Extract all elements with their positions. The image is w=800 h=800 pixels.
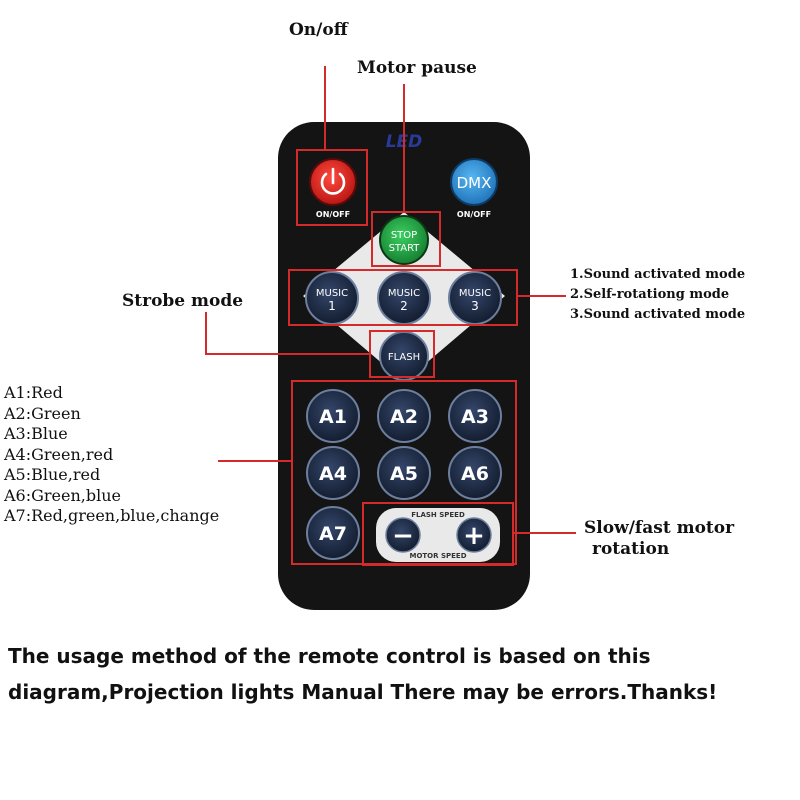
speed-line-2: rotation (592, 539, 670, 559)
music-1-number: 1 (328, 299, 336, 313)
flash-button[interactable]: FLASH (379, 331, 429, 381)
callout-on-off: On/off (289, 20, 348, 40)
speed-minus-button[interactable]: − (385, 517, 421, 553)
start-label: START (389, 243, 421, 254)
callout-strobe-mode: Strobe mode (122, 291, 244, 311)
usage-note-line-1: The usage method of the remote control i… (8, 644, 651, 668)
a1-button[interactable]: A1 (306, 389, 360, 443)
a7-button[interactable]: A7 (306, 506, 360, 560)
a3-button[interactable]: A3 (448, 389, 502, 443)
flash-text: FLASH (388, 352, 420, 363)
mode-item-3: 3.Sound activated mode (570, 307, 746, 322)
a3-text: A3 (461, 406, 489, 428)
usage-note-line-2: diagram,Projection lights Manual There m… (8, 680, 718, 704)
dmx-button[interactable]: DMX (450, 158, 498, 206)
a7-text: A7 (319, 523, 347, 545)
stop-highlight-box (371, 211, 441, 267)
speed-line-1: Slow/fast motor (584, 518, 735, 538)
a4-text: A4 (319, 463, 347, 485)
color-item-a4: A4:Green,red (4, 444, 114, 464)
a6-text: A6 (461, 463, 489, 485)
callout-motor-pause: Motor pause (357, 58, 477, 78)
music-2-word: MUSIC (388, 288, 420, 299)
power-button[interactable] (309, 158, 357, 206)
music-2-number: 2 (400, 299, 408, 313)
mode-item-2: 2.Self-rotationg mode (570, 287, 730, 302)
strobe-leader-line (205, 312, 370, 355)
callout-lines (205, 66, 576, 534)
music-1-word: MUSIC (316, 288, 348, 299)
mode-item-1: 1.Sound activated mode (570, 267, 746, 282)
callout-speed: Slow/fast motor rotation (584, 518, 734, 560)
a2-button[interactable]: A2 (377, 389, 431, 443)
minus-icon: − (392, 521, 414, 551)
music-3-number: 3 (471, 299, 479, 313)
a1-text: A1 (319, 406, 347, 428)
a4-button[interactable]: A4 (306, 446, 360, 500)
color-item-a6: A6:Green,blue (4, 485, 122, 505)
dmx-button-text: DMX (457, 174, 492, 192)
callout-modes-list: 1.Sound activated mode 2.Self-rotationg … (570, 265, 745, 325)
a2-text: A2 (390, 406, 418, 428)
flash-speed-label: FLASH SPEED (411, 511, 465, 519)
motor-speed-label: MOTOR SPEED (409, 552, 466, 560)
a5-text: A5 (390, 463, 418, 485)
a6-button[interactable]: A6 (448, 446, 502, 500)
power-icon (320, 167, 346, 195)
stop-label: STOP (391, 230, 417, 241)
dmx-label: ON/OFF (457, 210, 491, 219)
usage-note: The usage method of the remote control i… (8, 638, 798, 710)
color-item-a3: A3:Blue (4, 424, 68, 443)
music-3-word: MUSIC (459, 288, 491, 299)
callout-colors-list: A1:Red A2:Green A3:Blue A4:Green,red A5:… (4, 383, 219, 527)
color-item-a7: A7:Red,green,blue,change (4, 506, 220, 525)
plus-icon: + (463, 521, 485, 551)
music-1-button[interactable]: MUSIC 1 (305, 271, 359, 325)
a5-button[interactable]: A5 (377, 446, 431, 500)
stop-start-button[interactable]: STOP START (379, 215, 429, 265)
color-item-a1: A1:Red (4, 383, 63, 402)
music-3-button[interactable]: MUSIC 3 (448, 271, 502, 325)
color-item-a5: A5:Blue,red (4, 465, 101, 484)
speed-plus-button[interactable]: + (456, 517, 492, 553)
power-highlight-box (296, 149, 368, 226)
music-2-button[interactable]: MUSIC 2 (377, 271, 431, 325)
power-label: ON/OFF (316, 210, 350, 219)
color-item-a2: A2:Green (4, 403, 81, 423)
music-highlight-box (288, 269, 518, 326)
